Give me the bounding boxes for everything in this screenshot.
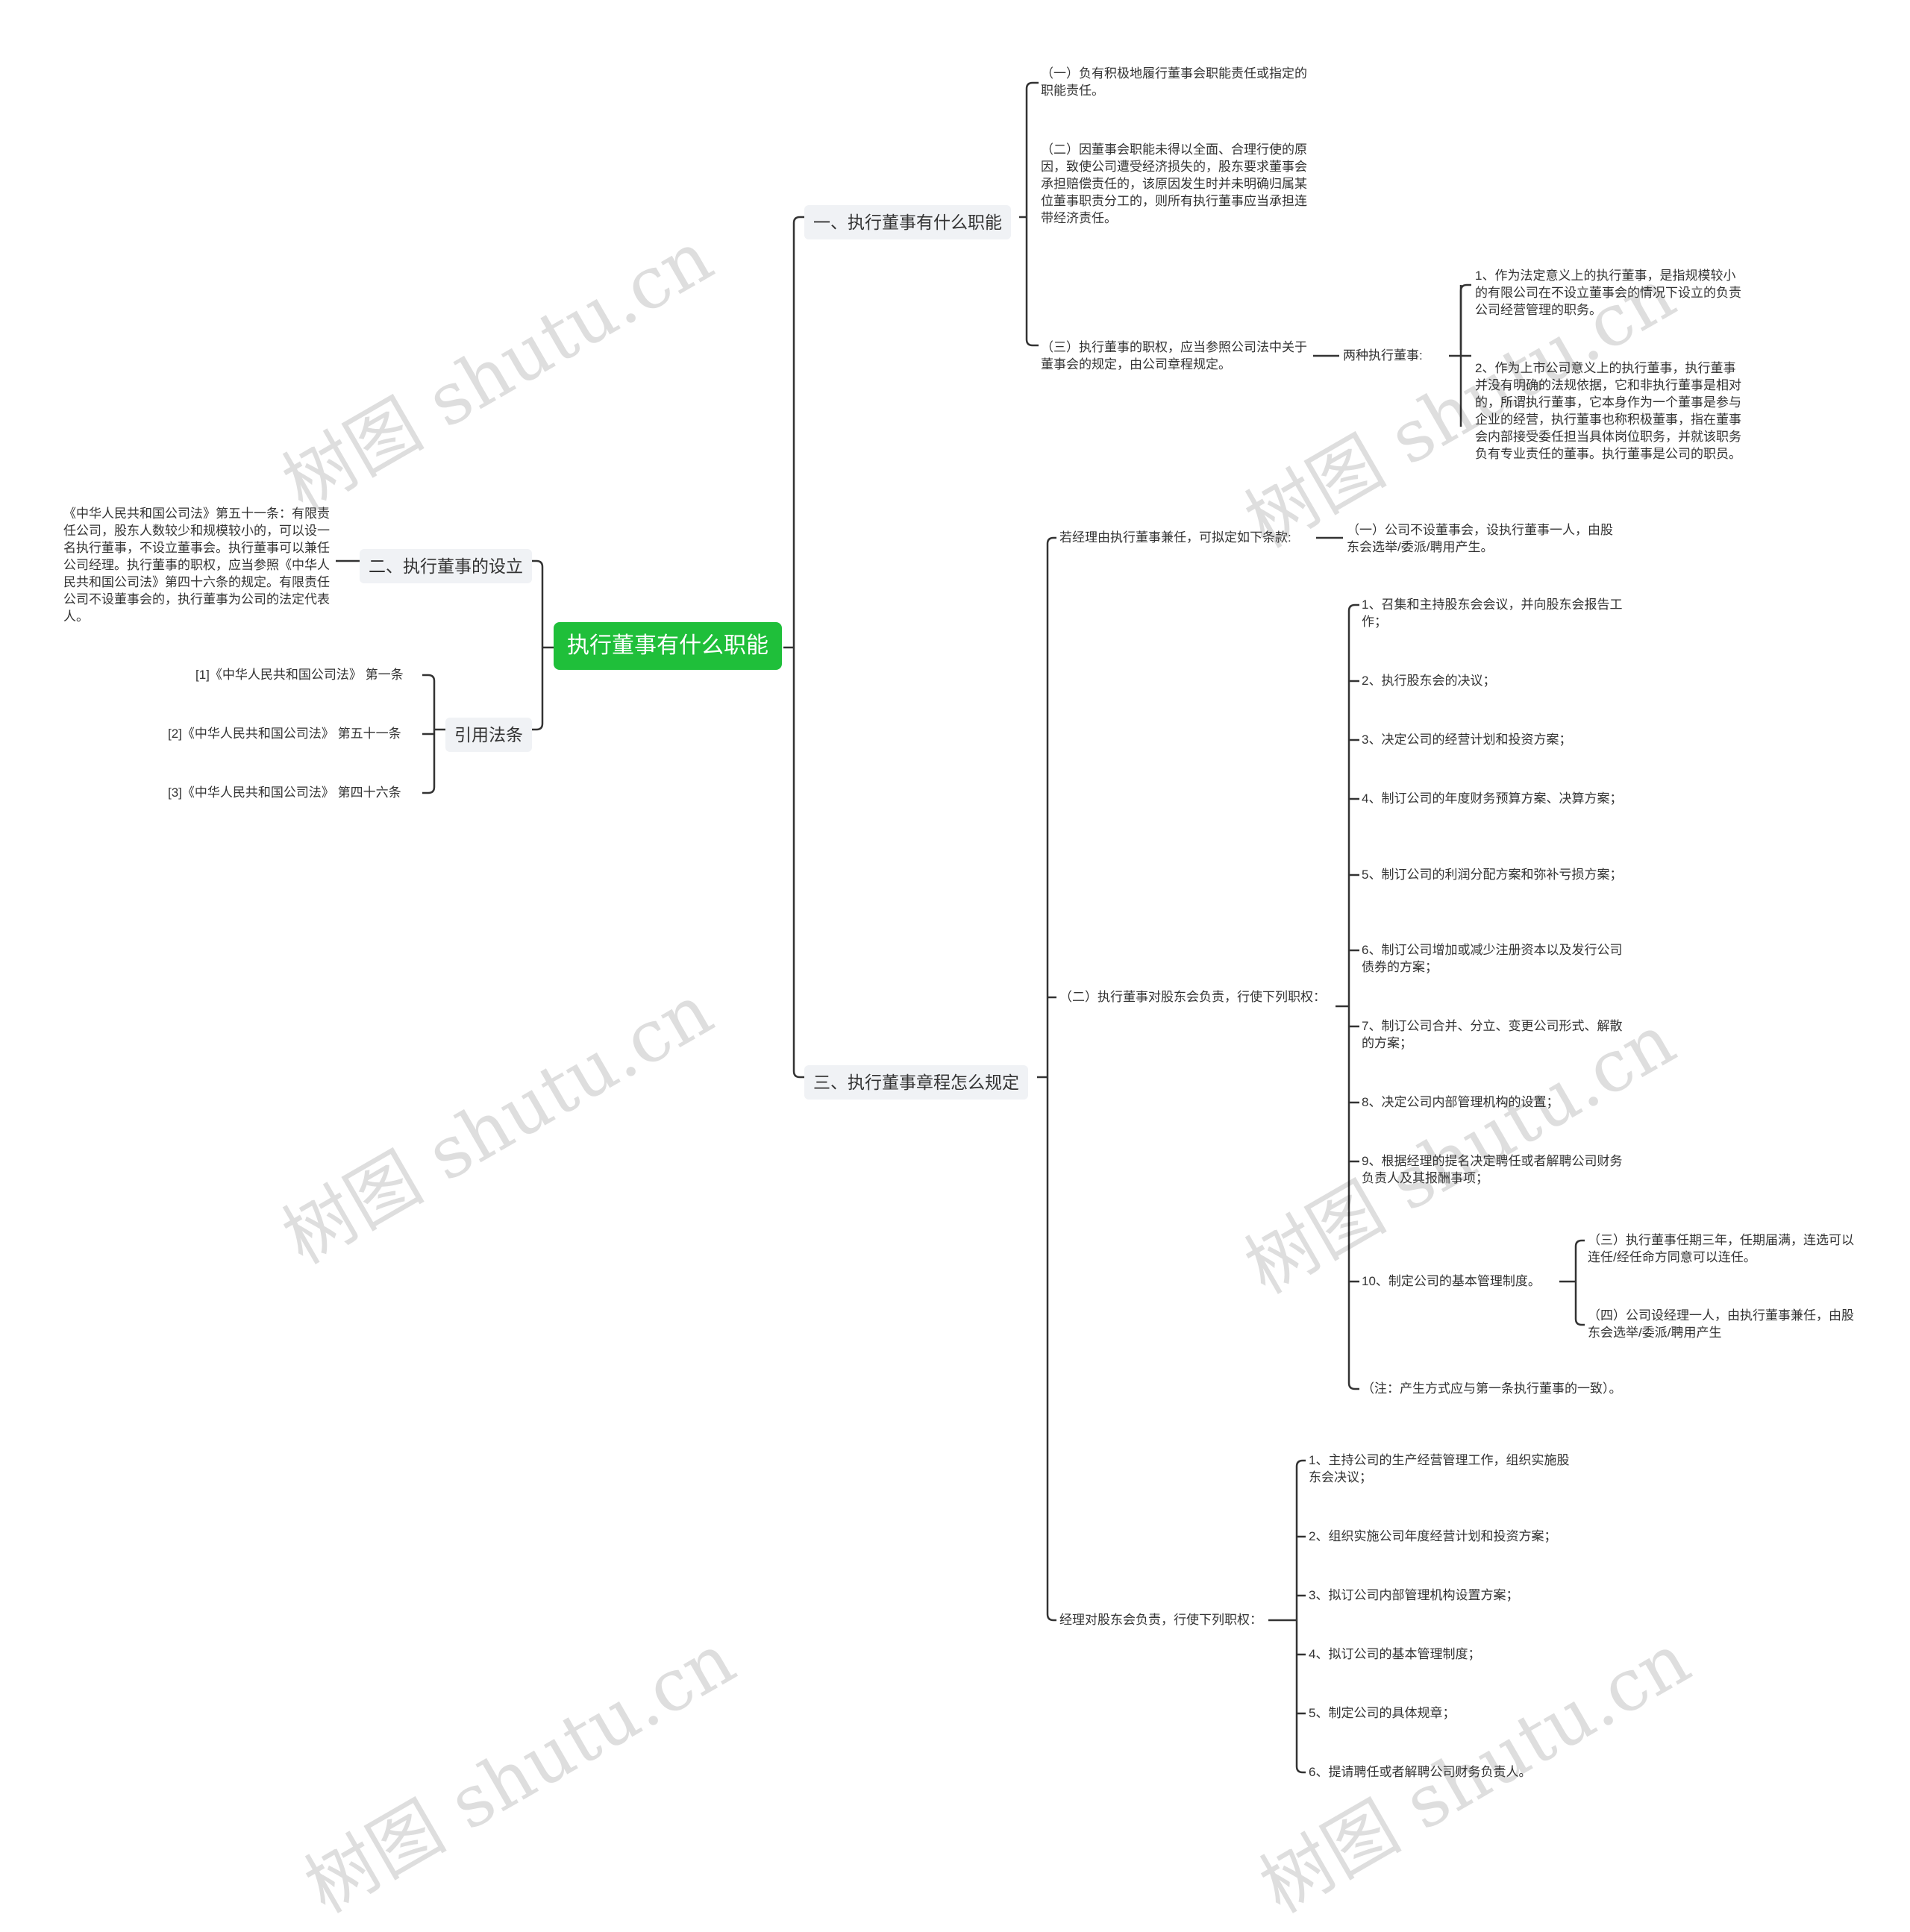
manager-concurrent-label: 若经理由执行董事兼任，可拟定如下条款:	[1059, 530, 1291, 545]
connector-line	[1295, 1766, 1306, 1774]
list-item: 3、拟订公司内部管理机构设置方案；	[1309, 1588, 1519, 1602]
list-item: 10、制定公司的基本管理制度。	[1362, 1274, 1541, 1288]
list-item: 2、执行股东会的决议；	[1362, 674, 1496, 688]
branch-node-functions[interactable]: 一、执行董事有什么职能	[804, 205, 1011, 239]
list-item: 1、召集和主持股东会会议，并向股东会报告工作；	[1362, 598, 1623, 629]
list-item: （注：产生方式应与第一条执行董事的一致）。	[1362, 1381, 1622, 1396]
connector-line	[1046, 1613, 1056, 1622]
manager-duties-label: 经理对股东会负责，行使下列职权：	[1059, 1613, 1262, 1627]
list-item: 6、提请聘任或者解聘公司财务负责人。	[1309, 1765, 1532, 1779]
connector-line	[792, 1070, 804, 1079]
connector-line	[1574, 1239, 1585, 1247]
list-item: 2、作为上市公司意义上的执行董事，执行董事并没有明确的法规依据，它和非执行董事是…	[1475, 361, 1741, 461]
list-item: 2、组织实施公司年度经营计划和投资方案；	[1309, 1529, 1557, 1543]
list-item: 9、根据经理的提名决定聘任或者解聘公司财务负责人及其报酬事项；	[1362, 1154, 1623, 1185]
connector-line	[1347, 603, 1359, 612]
list-item: 4、制订公司的年度财务预算方案、决算方案；	[1362, 791, 1623, 806]
connector-line	[531, 723, 544, 731]
connector-line	[1459, 283, 1471, 292]
list-item: （二）因董事会职能未得以全面、合理行使的原因，致使公司遭受经济损失的，股东要求董…	[1041, 142, 1307, 225]
connector-line	[422, 674, 436, 682]
list-item: 1、作为法定意义上的执行董事，是指规模较小的有限公司在不设立董事会的情况下设立的…	[1475, 269, 1741, 317]
director-duties-label: （二）执行董事对股东会负责，行使下列职权：	[1059, 990, 1326, 1004]
list-item: 4、拟订公司的基本管理制度；	[1309, 1647, 1481, 1661]
list-item: 7、制订公司合并、分立、变更公司形式、解散的方案；	[1362, 1019, 1623, 1050]
connector-line	[1046, 536, 1056, 545]
connector-line	[422, 786, 436, 794]
law-text: 《中华人民共和国公司法》第五十一条：有限责任公司，股东人数较少和规模较小的，可以…	[63, 506, 330, 624]
list-item: （一）负有积极地履行董事会职能责任或指定的职能责任。	[1041, 66, 1307, 98]
branch-node-establishment[interactable]: 二、执行董事的设立	[360, 549, 532, 583]
list-item: 8、决定公司内部管理机构的设置；	[1362, 1095, 1559, 1109]
root-node[interactable]: 执行董事有什么职能	[554, 622, 782, 670]
branch-node-articles[interactable]: 三、执行董事章程怎么规定	[804, 1065, 1028, 1100]
connector-line	[1025, 339, 1039, 347]
list-item: （三）执行董事的职权，应当参照公司法中关于董事会的规定，由公司章程规定。	[1041, 340, 1307, 371]
list-item: （三）执行董事任期三年，任期届满，连选可以连任/经任命方同意可以连任。	[1588, 1233, 1854, 1264]
list-item: （四）公司设经理一人，由执行董事兼任，由股东会选举/委派/聘用产生	[1588, 1308, 1854, 1340]
branch-node-citations[interactable]: 引用法条	[445, 718, 532, 752]
connector-line	[1295, 1459, 1306, 1467]
list-item: 6、制订公司增加或减少注册资本以及发行公司债券的方案；	[1362, 943, 1623, 974]
list-item: 5、制订公司的利润分配方案和弥补亏损方案；	[1362, 868, 1623, 882]
list-item: 1、主持公司的生产经营管理工作，组织实施股东会决议；	[1309, 1453, 1570, 1484]
connector-line	[531, 559, 544, 568]
list-item: （一）公司不设董事会，设执行董事一人，由股东会选举/委派/聘用产生。	[1347, 523, 1613, 554]
citation-item: [3]《中华人民共和国公司法》 第四十六条	[168, 785, 401, 800]
connector-line	[1574, 1318, 1585, 1326]
connector-line	[792, 216, 804, 224]
list-item: 5、制定公司的具体规章；	[1309, 1706, 1456, 1720]
connector-line	[1025, 81, 1039, 90]
list-item: 3、决定公司的经营计划和投资方案；	[1362, 733, 1572, 747]
citation-item: [1]《中华人民共和国公司法》 第一条	[195, 668, 404, 682]
connector-lines	[336, 81, 1585, 1774]
two-types-label: 两种执行董事:	[1343, 348, 1423, 363]
citation-item: [2]《中华人民共和国公司法》 第五十一条	[168, 727, 401, 741]
connector-line	[1347, 1382, 1359, 1390]
